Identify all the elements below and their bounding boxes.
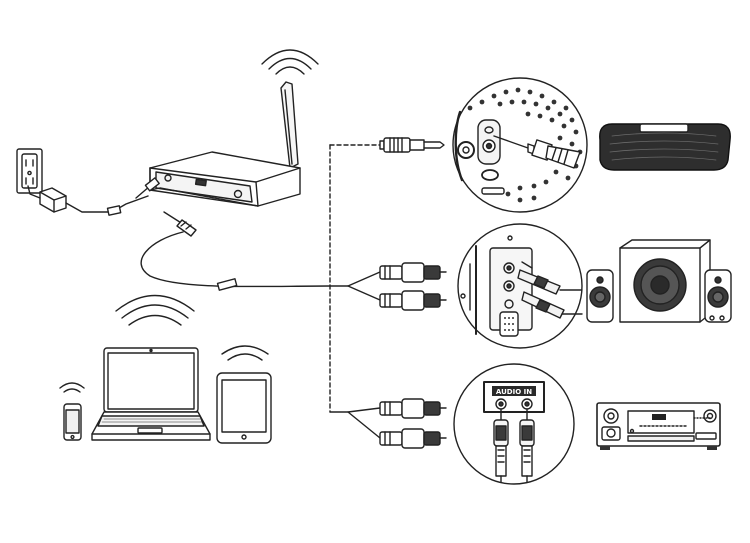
connection-dashed-line xyxy=(329,144,381,413)
rca-input-closeup xyxy=(457,223,583,349)
aux-input-closeup xyxy=(452,77,588,213)
tablet-icon xyxy=(216,345,272,444)
audio-in-label: AUDIO IN xyxy=(496,388,532,396)
laptop-icon xyxy=(91,294,211,441)
smartphone-icon xyxy=(59,382,85,441)
power-outlet-icon xyxy=(16,148,43,194)
audio-plug-icon xyxy=(379,137,445,153)
audio-cable-line xyxy=(140,211,331,291)
y-splitter-line xyxy=(329,271,381,439)
av-receiver-icon xyxy=(596,402,721,450)
rca-plug-icon xyxy=(379,398,447,419)
boombox-speaker-icon xyxy=(599,123,731,171)
bluetooth-receiver-icon xyxy=(149,49,319,207)
rca-plug-icon xyxy=(379,428,447,449)
audio-plug-icon xyxy=(135,177,160,199)
rca-plug-icon xyxy=(379,262,447,283)
speaker-system-icon xyxy=(586,239,732,323)
audio-in-closeup: AUDIO IN xyxy=(453,363,575,485)
power-adapter-icon xyxy=(27,185,149,216)
rca-plug-icon xyxy=(379,290,447,311)
